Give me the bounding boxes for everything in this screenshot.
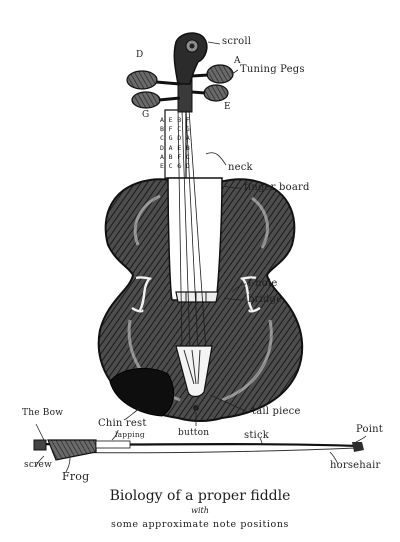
label-frog: Frog (62, 470, 90, 483)
label-the-bow: The Bow (22, 408, 64, 418)
label-button: button (178, 428, 210, 438)
note-letter: E (168, 116, 173, 124)
note-letter: C (160, 134, 164, 143)
note-letter: F (185, 116, 190, 124)
note-letter: C (168, 162, 173, 171)
note-letter: C (177, 125, 182, 134)
note-letter: A (168, 143, 173, 152)
note-letter: B (185, 143, 190, 152)
title-line-1: Biology of a proper fiddle (109, 488, 291, 504)
label-bridge: bridge (248, 294, 283, 305)
note-letter: G (177, 162, 182, 171)
label-horsehair: horsehair (330, 460, 381, 471)
label-point: Point (356, 424, 384, 435)
note-letter: C (185, 152, 190, 161)
note-letter: D (177, 134, 182, 143)
label-tuning-pegs: Tuning Pegs (240, 64, 305, 75)
chin-rest-shape (109, 368, 175, 417)
note-letter: D (185, 162, 190, 171)
strings (177, 109, 207, 351)
label-peg-a: A (234, 56, 241, 66)
f-holes (131, 276, 261, 313)
note-letter: F (177, 152, 182, 161)
label-screw: screw (24, 460, 52, 470)
label-finger-board: finger board (244, 182, 310, 193)
tail-piece-shape (175, 345, 213, 411)
label-chin-rest: Chin rest (98, 418, 147, 429)
note-letter: A (185, 134, 190, 143)
tuning-pegs (126, 64, 234, 109)
note-letter: F (168, 125, 173, 134)
note-letter: B (160, 125, 164, 134)
label-f-hole: f-hole (248, 278, 278, 289)
note-letter: G (168, 134, 173, 143)
title-line-3: some approximate note positions (110, 519, 290, 530)
bow (33, 439, 364, 461)
label-tail-piece: tail piece (252, 406, 301, 417)
leader-lines (123, 41, 249, 426)
label-scroll: scroll (222, 36, 252, 47)
bridge-shape (175, 291, 219, 303)
note-letter: E (160, 162, 164, 171)
note-letter: B (177, 116, 182, 124)
label-stick: stick (244, 430, 270, 441)
label-neck: neck (228, 162, 253, 173)
label-peg-d: D (136, 50, 144, 60)
bow-leader-lines (35, 423, 367, 473)
note-letter: E (177, 143, 182, 152)
scroll-shape (173, 32, 208, 85)
note-letter: A (160, 152, 164, 161)
note-letter: B (168, 152, 173, 161)
label-peg-g: G (142, 110, 150, 120)
note-letter: D (160, 143, 164, 152)
note-letter: G (185, 125, 190, 134)
note-letter: A (160, 116, 164, 124)
label-peg-e: E (224, 102, 231, 112)
title-line-2: with (191, 506, 209, 515)
label-lapping: lapping (115, 430, 145, 439)
